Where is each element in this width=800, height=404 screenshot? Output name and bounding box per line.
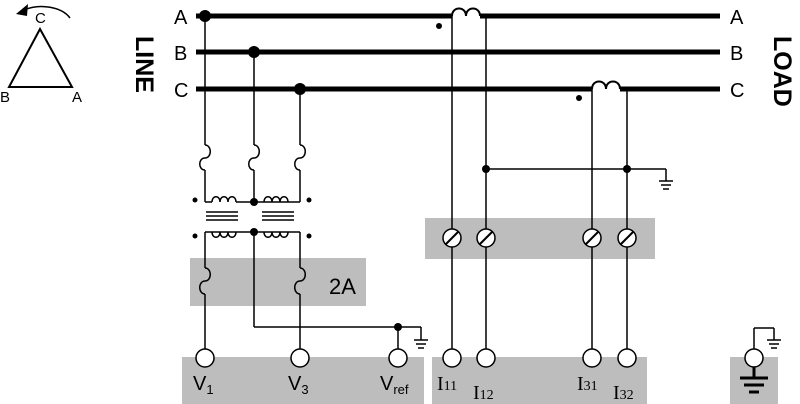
terminal-label-i32: I32 — [613, 382, 634, 404]
line-b-left-label: B — [174, 43, 187, 65]
terminal-vref[interactable] — [388, 348, 408, 368]
line-c-left-label: C — [174, 80, 188, 102]
terminal-label-i12: I12 — [473, 382, 494, 404]
load-side-label: LOAD — [768, 36, 796, 107]
junction-dot — [250, 198, 258, 206]
terminal-label-i31: I31 — [577, 373, 598, 395]
line-b-right-label: B — [730, 43, 743, 65]
ct-phase-a — [440, 7, 492, 19]
current-wiring — [451, 16, 673, 349]
fuse-block-panel — [190, 258, 366, 306]
ct-shorting-block-panel — [425, 218, 655, 259]
line-side-label: LINE — [130, 36, 158, 93]
terminal-i31[interactable] — [582, 348, 602, 368]
rotation-arrow-icon — [23, 5, 71, 19]
terminal-label-i11: I11 — [437, 373, 457, 395]
pt-polarity-dot — [192, 197, 198, 203]
terminal-v3[interactable] — [290, 348, 310, 368]
line-a-right-label: A — [730, 7, 744, 29]
junction-dot — [294, 83, 306, 95]
junction-dot — [623, 165, 631, 173]
triangle-label-top: C — [35, 10, 46, 27]
fuse-block-label: 2A — [329, 274, 356, 299]
line-c-right-label: C — [730, 80, 744, 102]
triangle-label-left: B — [0, 89, 10, 106]
junction-dot — [199, 10, 211, 22]
shorting-screw — [582, 228, 602, 248]
terminal-ground[interactable] — [744, 348, 764, 368]
terminal-label-v3: V3 — [288, 373, 309, 397]
current-terminal-panel — [432, 357, 647, 404]
terminal-label-vref: Vref — [380, 373, 409, 397]
terminal-i32[interactable] — [617, 348, 637, 368]
ground-terminal — [753, 327, 781, 349]
ground-icon — [740, 367, 768, 394]
ct-c-polarity-dot — [576, 95, 582, 101]
junction-dot — [250, 228, 258, 236]
phase-rotation-triangle: C B A — [0, 4, 82, 106]
shorting-screw — [476, 228, 496, 248]
terminal-v1[interactable] — [195, 348, 215, 368]
ct-a-polarity-dot — [436, 23, 442, 29]
junction-dot — [394, 323, 402, 331]
shorting-screw — [442, 228, 462, 248]
shorting-screw — [617, 228, 637, 248]
triangle-label-right: A — [72, 89, 82, 106]
pt-polarity-dot — [306, 233, 312, 239]
terminal-label-v1: V1 — [193, 373, 214, 397]
ct-phase-c — [580, 80, 632, 92]
voltage-wiring — [199, 16, 428, 349]
pt-polarity-dot — [306, 197, 312, 203]
junction-dot — [248, 46, 260, 58]
rotation-arrowhead-icon — [16, 4, 28, 16]
terminal-i11[interactable] — [442, 348, 462, 368]
bus-lines — [196, 13, 720, 92]
line-a-left-label: A — [174, 7, 188, 29]
junction-dot — [482, 165, 490, 173]
terminal-i12[interactable] — [476, 348, 496, 368]
pt-polarity-dot — [192, 233, 198, 239]
